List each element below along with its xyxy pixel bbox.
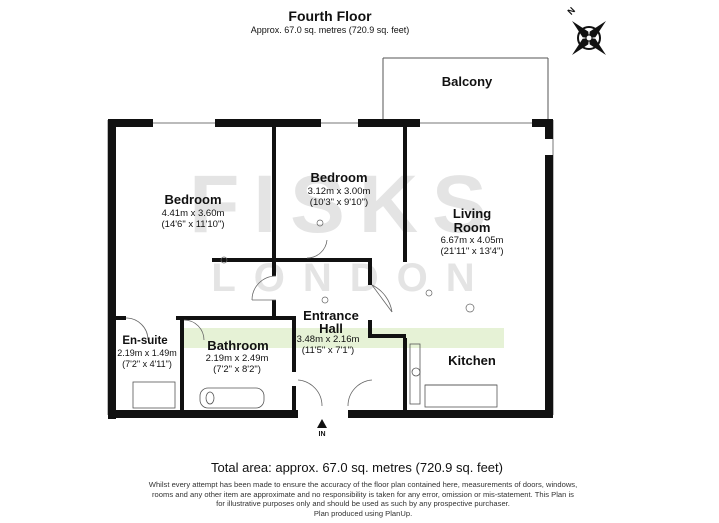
room-ensuite-name: En-suite bbox=[122, 335, 168, 347]
floor-title: Fourth Floor bbox=[288, 8, 372, 24]
total-area: Total area: approx. 67.0 sq. metres (720… bbox=[211, 460, 503, 475]
room-living-dim-m: 6.67m x 4.05m bbox=[440, 235, 504, 246]
room-bedroom2-name: Bedroom bbox=[310, 170, 368, 185]
room-hall-dim-m: 3.48m x 2.16m bbox=[296, 334, 360, 345]
floor-area: Approx. 67.0 sq. metres (720.9 sq. feet) bbox=[250, 25, 410, 35]
room-living-name-line1: Living bbox=[452, 206, 492, 221]
entrance-in-label: IN bbox=[318, 431, 326, 438]
disclaimer: Whilst every attempt has been made to en… bbox=[128, 480, 598, 518]
room-living-name-line2: Room bbox=[453, 220, 491, 235]
disclaimer-line-3: for illustrative purposes only and shoul… bbox=[216, 499, 510, 509]
fixtures bbox=[132, 343, 498, 409]
room-hall-dim-ft: (11'5" x 7'1") bbox=[301, 345, 355, 356]
disclaimer-line-4: Plan produced using PlanUp. bbox=[313, 508, 413, 518]
room-balcony-name: Balcony bbox=[441, 74, 493, 89]
door-swings bbox=[125, 239, 393, 407]
room-hall-name-line2: Hall bbox=[319, 321, 343, 336]
room-bedroom1-dim-ft: (14'6" x 11'10") bbox=[161, 219, 225, 230]
room-hall-name-line1: Entrance bbox=[303, 308, 359, 323]
outer-walls bbox=[108, 119, 553, 419]
room-bedroom1-dim-m: 4.41m x 3.60m bbox=[161, 208, 225, 219]
room-bedroom2-dim-m: 3.12m x 3.00m bbox=[307, 186, 371, 197]
room-bedroom1-name: Bedroom bbox=[164, 192, 222, 207]
disclaimer-line-1: Whilst every attempt has been made to en… bbox=[148, 480, 578, 489]
room-kitchen-name: Kitchen bbox=[448, 353, 496, 368]
light-points bbox=[220, 219, 475, 313]
entrance-arrow bbox=[317, 419, 327, 428]
watermark-london: LONDON bbox=[211, 256, 493, 300]
interior-walls bbox=[116, 122, 407, 414]
disclaimer-line-2: rooms and any other item are approximate… bbox=[152, 489, 574, 499]
compass-rose bbox=[572, 21, 606, 55]
room-ensuite-dim-m: 2.19m x 1.49m bbox=[117, 348, 177, 358]
corridor-highlight bbox=[180, 328, 504, 348]
balcony-outline bbox=[382, 57, 549, 120]
room-bathroom-dim-ft: (7'2" x 8'2") bbox=[213, 364, 261, 375]
room-ensuite-dim-ft: (7'2" x 4'11") bbox=[122, 359, 172, 369]
room-living-dim-ft: (21'11" x 13'4") bbox=[440, 246, 504, 257]
room-bathroom-dim-m: 2.19m x 2.49m bbox=[205, 353, 269, 364]
room-bathroom-name: Bathroom bbox=[207, 338, 269, 353]
window-lines bbox=[107, 120, 554, 415]
room-bedroom2-dim-ft: (10'3" x 9'10") bbox=[309, 197, 369, 208]
watermark-fisks: FISKS bbox=[189, 159, 501, 250]
